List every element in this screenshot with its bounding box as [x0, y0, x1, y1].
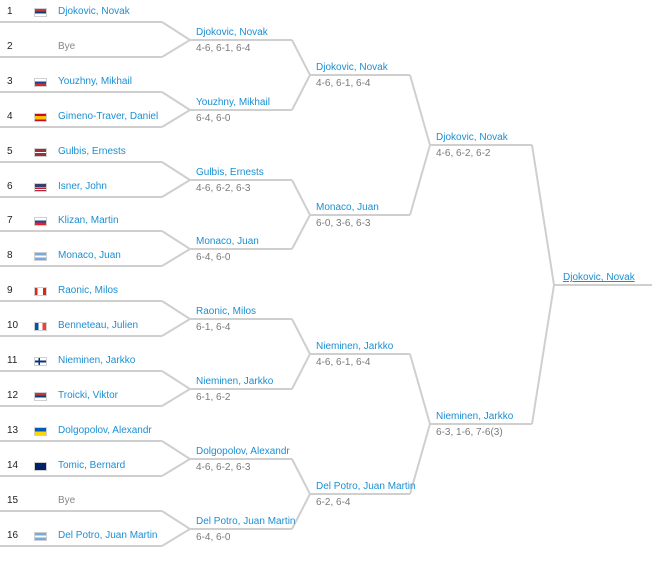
canada-flag-icon	[34, 287, 47, 296]
finland-flag-icon	[34, 357, 47, 366]
round2-score: 6-4, 6-0	[196, 252, 231, 263]
player-link[interactable]: Klizan, Martin	[58, 215, 119, 226]
seed-number: 10	[7, 320, 19, 331]
round2-winner-link[interactable]: Dolgopolov, Alexandr	[196, 446, 290, 457]
round2-winner-link[interactable]: Gulbis, Ernests	[196, 167, 264, 178]
seed-number: 16	[7, 530, 19, 541]
slovakia-flag-icon	[34, 217, 47, 226]
seed-number: 3	[7, 76, 13, 87]
semifinal-connector	[531, 144, 556, 425]
round2-connector	[291, 179, 312, 250]
player-link[interactable]: Dolgopolov, Alexandr	[58, 425, 152, 436]
serbia-flag-icon	[34, 8, 47, 17]
seed-number: 14	[7, 460, 19, 471]
round2-winner-link[interactable]: Nieminen, Jarkko	[196, 376, 274, 387]
seed-number: 5	[7, 146, 13, 157]
quarterfinal-winner-link[interactable]: Djokovic, Novak	[316, 62, 388, 73]
round2-score: 6-4, 6-0	[196, 113, 231, 124]
seed-number: 1	[7, 6, 13, 17]
player-link[interactable]: Tomic, Bernard	[58, 460, 126, 471]
seed-number: 2	[7, 41, 13, 52]
ukraine-flag-icon	[34, 427, 47, 436]
bye-slot: Bye	[58, 495, 76, 506]
player-link[interactable]: Gimeno-Traver, Daniel	[58, 111, 159, 122]
quarterfinal-winner-link[interactable]: Nieminen, Jarkko	[316, 341, 394, 352]
usa-flag-icon	[34, 183, 47, 192]
round1-connector	[161, 230, 192, 267]
quarterfinal-score: 6-2, 6-4	[316, 497, 351, 508]
round1-connector	[161, 300, 192, 337]
player-link[interactable]: Monaco, Juan	[58, 250, 121, 261]
serbia-flag-icon	[34, 392, 47, 401]
round2-score: 6-4, 6-0	[196, 532, 231, 543]
seed-number: 6	[7, 181, 13, 192]
seed-number: 13	[7, 425, 19, 436]
round2-winner-link[interactable]: Raonic, Milos	[196, 306, 257, 317]
round1-connector	[161, 440, 192, 477]
round2-score: 6-1, 6-2	[196, 392, 231, 403]
quarterfinal-score: 4-6, 6-1, 6-4	[316, 78, 371, 89]
player-link[interactable]: Benneteau, Julien	[58, 320, 139, 331]
semifinal-winner-link[interactable]: Djokovic, Novak	[436, 132, 508, 143]
quarterfinal-connector	[409, 74, 432, 216]
round2-winner-link[interactable]: Youzhny, Mikhail	[196, 97, 270, 108]
quarterfinal-winner-link[interactable]: Monaco, Juan	[316, 202, 379, 213]
latvia-flag-icon	[34, 148, 47, 157]
france-flag-icon	[34, 322, 47, 331]
champion-link[interactable]: Djokovic, Novak	[563, 272, 635, 283]
round2-winner-link[interactable]: Del Potro, Juan Martin	[196, 516, 296, 527]
quarterfinal-score: 6-0, 3-6, 6-3	[316, 218, 371, 229]
player-link[interactable]: Gulbis, Ernests	[58, 146, 126, 157]
seed-number: 12	[7, 390, 19, 401]
australia-flag-icon	[34, 462, 47, 471]
semifinal-winner-link[interactable]: Nieminen, Jarkko	[436, 411, 514, 422]
round1-connector	[161, 161, 192, 198]
round2-connector	[291, 318, 312, 390]
round1-connector	[161, 21, 192, 58]
player-link[interactable]: Nieminen, Jarkko	[58, 355, 136, 366]
player-link[interactable]: Isner, John	[58, 181, 107, 192]
bye-slot: Bye	[58, 41, 76, 52]
round2-winner-link[interactable]: Monaco, Juan	[196, 236, 259, 247]
seed-number: 7	[7, 215, 13, 226]
round2-connector	[291, 39, 312, 111]
round2-score: 6-1, 6-4	[196, 322, 231, 333]
semifinal-score: 6-3, 1-6, 7-6(3)	[436, 427, 503, 438]
seed-number: 4	[7, 111, 13, 122]
seed-number: 8	[7, 250, 13, 261]
player-link[interactable]: Youzhny, Mikhail	[58, 76, 132, 87]
seed-number: 9	[7, 285, 13, 296]
argentina-flag-icon	[34, 532, 47, 541]
player-link[interactable]: Troicki, Viktor	[58, 390, 119, 401]
spain-flag-icon	[34, 113, 47, 122]
quarterfinal-score: 4-6, 6-1, 6-4	[316, 357, 371, 368]
round2-score: 4-6, 6-2, 6-3	[196, 183, 251, 194]
quarterfinal-connector	[409, 353, 432, 495]
argentina-flag-icon	[34, 252, 47, 261]
round2-score: 4-6, 6-1, 6-4	[196, 43, 251, 54]
round1-connector	[161, 91, 192, 128]
seed-number: 11	[7, 355, 18, 366]
quarterfinal-winner-link[interactable]: Del Potro, Juan Martin	[316, 481, 416, 492]
player-link[interactable]: Raonic, Milos	[58, 285, 119, 296]
player-link[interactable]: Del Potro, Juan Martin	[58, 530, 158, 541]
player-link[interactable]: Djokovic, Novak	[58, 6, 130, 17]
round2-score: 4-6, 6-2, 6-3	[196, 462, 251, 473]
semifinal-score: 4-6, 6-2, 6-2	[436, 148, 491, 159]
round2-winner-link[interactable]: Djokovic, Novak	[196, 27, 268, 38]
seed-number: 15	[7, 495, 19, 506]
russia-flag-icon	[34, 78, 47, 87]
round1-connector	[161, 510, 192, 547]
round1-connector	[161, 370, 192, 407]
